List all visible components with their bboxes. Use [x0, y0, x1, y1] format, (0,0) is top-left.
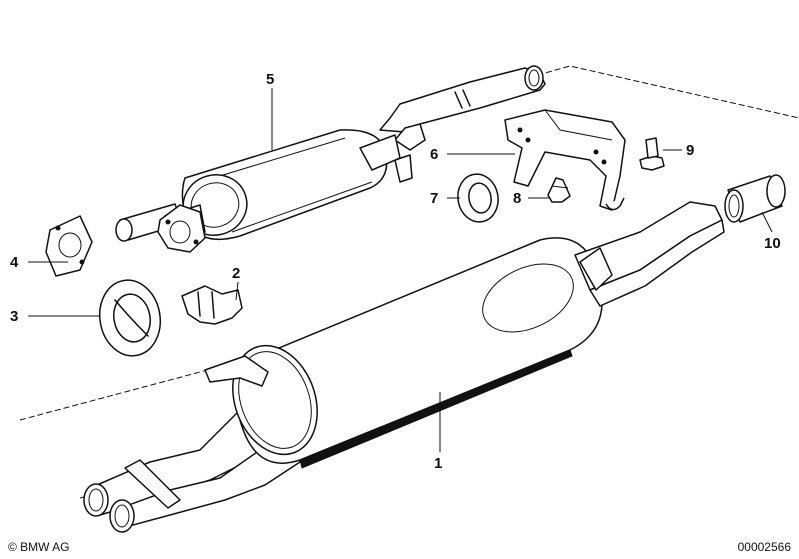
callout-1: 1 [434, 455, 442, 472]
copyright-notice: © BMW AG [8, 540, 70, 554]
part-9-bolt[interactable] [639, 137, 665, 171]
callout-10: 10 [764, 235, 781, 252]
callout-9: 9 [686, 142, 694, 159]
part-1-rear-silencer[interactable] [83, 201, 725, 533]
part-10-connection-sleeve[interactable] [724, 174, 786, 223]
part-4-flange-gasket[interactable] [45, 215, 93, 277]
callouts: 1 2 3 4 5 6 7 8 9 10 [10, 71, 781, 472]
callout-2: 2 [232, 265, 240, 282]
part-8-rubber-buffer[interactable] [547, 177, 571, 203]
part-6-support-bracket[interactable] [504, 109, 626, 211]
callout-8: 8 [513, 190, 521, 207]
callout-5: 5 [266, 71, 274, 88]
callout-6: 6 [430, 146, 438, 163]
part-2-rubber-clamp[interactable] [181, 285, 243, 325]
callout-7: 7 [430, 190, 438, 207]
part-7-gasket-ring[interactable] [454, 171, 502, 225]
part-3-rubber-mount[interactable] [94, 275, 166, 360]
callout-4: 4 [10, 254, 19, 271]
document-number: 00002566 [737, 540, 791, 554]
leader-lines [28, 88, 773, 452]
callout-3: 3 [10, 308, 18, 325]
part-5-front-silencer[interactable] [115, 65, 546, 253]
